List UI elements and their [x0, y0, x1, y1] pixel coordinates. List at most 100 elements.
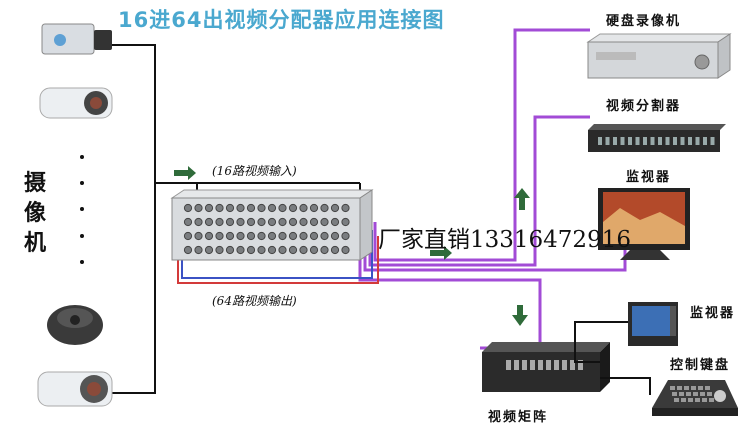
ellipsis-dots	[80, 155, 84, 264]
bnc-connector	[183, 217, 193, 227]
bnc-connector	[267, 203, 277, 213]
keyboard-key	[702, 398, 707, 402]
bnc-connector	[257, 245, 266, 255]
bnc-connector	[320, 203, 329, 213]
matrix-button	[554, 360, 559, 370]
bnc-connector	[330, 203, 340, 213]
splitter-button	[665, 137, 670, 145]
keyboard-key	[681, 398, 686, 402]
keyboard-key	[670, 386, 675, 390]
keyboard-key	[707, 392, 712, 396]
matrix-button	[506, 360, 511, 370]
label-cameras: 摄像机	[23, 170, 46, 256]
splitter-button	[620, 137, 625, 145]
watermark-text: 厂家直销13316472916	[378, 227, 631, 253]
bnc-connector	[257, 217, 266, 227]
keyboard-key	[679, 392, 684, 396]
keyboard-key	[698, 386, 703, 390]
signal-arrows	[174, 166, 530, 326]
bnc-connector	[215, 245, 224, 255]
bnc-connector	[320, 245, 329, 255]
matrix-button	[562, 360, 567, 370]
label-output: (64路视频输出)	[212, 294, 297, 308]
keyboard-key	[688, 398, 693, 402]
bnc-connector	[225, 231, 235, 241]
keyboard-key	[674, 398, 679, 402]
splitter-button	[710, 137, 715, 145]
page-title: 16进64出视频分配器应用连接图	[118, 8, 445, 32]
bnc-connector	[194, 217, 203, 227]
label-monitor-bottom: 监视器	[690, 306, 736, 321]
output-wires-purple	[358, 28, 627, 350]
splitter-button	[695, 137, 700, 145]
bnc-connector	[288, 203, 298, 213]
bnc-connector	[309, 245, 319, 255]
splitter-button	[658, 137, 662, 145]
bnc-connector	[299, 217, 308, 227]
bnc-connector	[299, 231, 308, 241]
bnc-connector	[204, 245, 214, 255]
bnc-connector	[278, 245, 287, 255]
keyboard-key	[677, 386, 682, 390]
splitter-button	[613, 137, 617, 145]
bnc-connector	[204, 231, 214, 241]
keyboard-key	[686, 392, 691, 396]
keyboard-key	[684, 386, 689, 390]
bnc-connector	[288, 217, 298, 227]
bnc-connector	[215, 217, 224, 227]
keyboard-key	[700, 392, 705, 396]
bnc-connector	[246, 217, 256, 227]
bnc-connector	[257, 231, 266, 241]
keyboard-key	[695, 398, 700, 402]
bnc-connector	[288, 231, 298, 241]
label-monitor-top: 监视器	[626, 170, 672, 185]
splitter-button	[688, 137, 692, 145]
bnc-connector	[194, 203, 203, 213]
bnc-connector	[341, 203, 350, 213]
bnc-connector	[278, 203, 287, 213]
splitter-button	[673, 137, 677, 145]
bnc-connector	[236, 245, 245, 255]
bnc-connector	[288, 245, 298, 255]
bnc-connector	[278, 217, 287, 227]
bnc-connector	[320, 217, 329, 227]
splitter-button	[605, 137, 610, 145]
matrix-button	[546, 360, 551, 370]
bnc-connector	[204, 203, 214, 213]
splitter-button	[643, 137, 647, 145]
camera-bullet-ir	[39, 87, 113, 119]
camera-box-top	[41, 23, 112, 55]
bnc-connector	[246, 203, 256, 213]
bnc-connector	[236, 203, 245, 213]
bnc-connector	[341, 245, 350, 255]
dvr-device	[586, 33, 732, 79]
bnc-connector	[330, 217, 340, 227]
label-dvr: 硬盘录像机	[606, 14, 682, 29]
monitor-bottom-device	[628, 302, 678, 346]
matrix-button	[538, 360, 543, 370]
bnc-connector	[309, 203, 319, 213]
bnc-connector	[194, 245, 203, 255]
keyboard-key	[672, 392, 677, 396]
bnc-connector	[194, 231, 203, 241]
label-splitter: 视频分割器	[606, 99, 682, 114]
splitter-button	[598, 137, 602, 145]
matrix-button	[578, 360, 583, 370]
bnc-connector	[215, 231, 224, 241]
video-distributor	[170, 189, 374, 261]
label-keyboard: 控制键盘	[670, 358, 731, 373]
bnc-connector	[341, 231, 350, 241]
splitter-button	[650, 137, 655, 145]
bnc-connector	[267, 217, 277, 227]
label-matrix: 视频矩阵	[488, 410, 549, 425]
camera-dome	[47, 305, 103, 345]
bnc-connector	[225, 245, 235, 255]
matrix-button	[530, 360, 535, 370]
camera-bullet-bottom	[37, 371, 113, 407]
bnc-connector	[183, 245, 193, 255]
bnc-connector	[225, 217, 235, 227]
bnc-connector	[246, 231, 256, 241]
bnc-connector	[267, 245, 277, 255]
keyboard-key	[693, 392, 698, 396]
bnc-connector	[204, 217, 214, 227]
